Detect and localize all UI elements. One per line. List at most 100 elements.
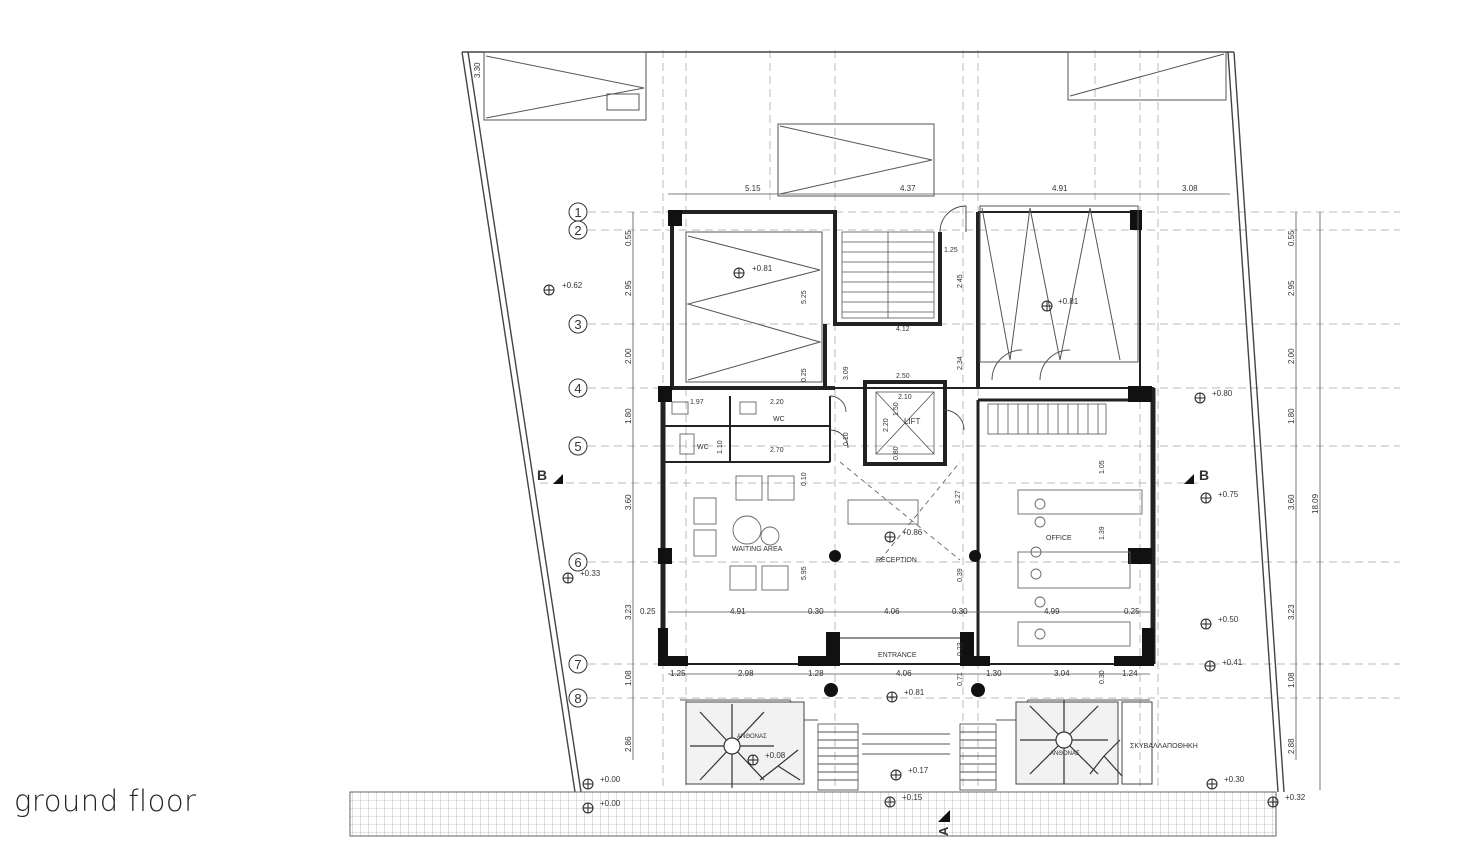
svg-text:4.06: 4.06	[896, 669, 912, 678]
svg-text:+0.30: +0.30	[1224, 775, 1245, 784]
svg-text:+0.41: +0.41	[1222, 658, 1243, 667]
svg-text:2.20: 2.20	[770, 399, 784, 406]
axis-bubble-2: 2	[568, 220, 588, 240]
svg-text:4: 4	[574, 381, 581, 396]
section-arrow-b-left	[553, 474, 563, 484]
level-marker-9: +0.41	[1204, 658, 1243, 672]
level-marker-3: +0.81	[1041, 297, 1079, 312]
svg-text:4.91: 4.91	[730, 607, 746, 616]
inner-dimensions-row6: 0.25 4.91 0.30 4.06 0.30 4.99 0.25	[640, 607, 1140, 616]
room-label-office: OFFICE	[1046, 535, 1072, 542]
svg-text:3.04: 3.04	[1054, 669, 1070, 678]
room-label-bin-store: ΣΚΥΒΑΛΛΑΠΟΘΗΚΗ	[1130, 743, 1198, 750]
svg-text:1.25: 1.25	[670, 669, 686, 678]
svg-text:+0.33: +0.33	[580, 569, 601, 578]
svg-text:0.30: 0.30	[1099, 670, 1106, 684]
svg-text:5.95: 5.95	[801, 566, 808, 580]
inner-dimensions-row7: 1.25 2.98 1.28 4.06 1.30 3.04 1.24	[670, 669, 1138, 678]
svg-text:0.30: 0.30	[808, 607, 824, 616]
svg-text:0.30: 0.30	[952, 607, 968, 616]
level-marker-2: +0.81	[733, 264, 773, 279]
svg-text:3: 3	[574, 317, 581, 332]
svg-text:+0.08: +0.08	[765, 751, 786, 760]
section-arrow-a	[938, 810, 950, 822]
svg-text:+0.86: +0.86	[902, 528, 923, 537]
room-label-waiting: WAITING AREA	[732, 546, 783, 553]
svg-text:8: 8	[574, 691, 581, 706]
room-label-lift: LIFT	[904, 417, 921, 426]
parking-bays	[483, 51, 1227, 197]
level-marker-11: +0.00	[582, 775, 621, 790]
svg-text:1.08: 1.08	[1287, 672, 1296, 688]
level-marker-6: +0.86	[884, 528, 923, 543]
section-mark-b-left: B	[537, 467, 547, 483]
section-mark-a: A	[936, 826, 951, 836]
room-label-wc-2: WC	[697, 444, 709, 451]
svg-text:4.12: 4.12	[896, 326, 910, 333]
building-walls	[660, 210, 1156, 665]
svg-text:2.10: 2.10	[898, 394, 912, 401]
axis-bubble-1: 1	[568, 202, 588, 222]
page-title: ground floor	[14, 784, 197, 818]
svg-text:1.24: 1.24	[1122, 669, 1138, 678]
svg-text:18.09: 18.09	[1311, 493, 1320, 514]
svg-text:1.39: 1.39	[1099, 526, 1106, 540]
paved-sidewalk	[349, 791, 1277, 837]
svg-text:0.80: 0.80	[893, 446, 900, 460]
svg-text:1.80: 1.80	[624, 408, 633, 424]
level-marker-12: +0.17	[890, 766, 929, 781]
room-label-entrance: ENTRANCE	[878, 652, 917, 659]
svg-text:1.05: 1.05	[1099, 460, 1106, 474]
level-marker-17: +0.08	[747, 751, 786, 766]
svg-text:1.30: 1.30	[986, 669, 1002, 678]
top-dimensions: 5.15 4.37 4.91 3.08	[745, 184, 1198, 193]
svg-text:4.06: 4.06	[884, 607, 900, 616]
svg-text:3.27: 3.27	[955, 490, 962, 504]
axis-bubble-5: 5	[568, 436, 588, 456]
misc-dimensions: 5.25 4.12 1.25 2.45 2.34 2.50 2.10 1.50 …	[690, 247, 1106, 686]
level-marker-13: +0.30	[1206, 775, 1245, 790]
svg-text:2.50: 2.50	[896, 373, 910, 380]
svg-text:2.45: 2.45	[957, 274, 964, 288]
svg-text:2.00: 2.00	[1287, 348, 1296, 364]
level-markers: +0.62 +0.81 +0.81 +0.80 +0.75 +0.86 +0.3…	[543, 264, 1306, 814]
level-marker-7: +0.33	[562, 569, 601, 584]
columns	[658, 210, 1154, 697]
svg-text:+0.81: +0.81	[1058, 297, 1079, 306]
level-marker-4: +0.80	[1194, 389, 1233, 404]
svg-text:4.99: 4.99	[1044, 607, 1060, 616]
axis-bubble-6: 6	[568, 552, 588, 572]
level-marker-8: +0.50	[1200, 615, 1239, 630]
svg-text:+0.32: +0.32	[1285, 793, 1306, 802]
level-marker-5: +0.75	[1200, 490, 1239, 504]
svg-text:0.39: 0.39	[957, 568, 964, 582]
room-label-garden-2: ΑΝΘΟΝΑΣ	[1050, 751, 1080, 757]
svg-text:2.95: 2.95	[624, 280, 633, 296]
left-dimensions: 3.30 0.55 2.95 2.00 1.80 3.60 3.23 1.08 …	[473, 62, 633, 752]
svg-text:+0.17: +0.17	[908, 766, 929, 775]
svg-text:2.34: 2.34	[957, 356, 964, 370]
svg-text:2.86: 2.86	[624, 736, 633, 752]
level-marker-1: +0.62	[543, 281, 583, 296]
svg-text:+0.00: +0.00	[600, 799, 621, 808]
svg-text:2.88: 2.88	[1287, 738, 1296, 754]
svg-text:+0.00: +0.00	[600, 775, 621, 784]
svg-text:0.23: 0.23	[957, 642, 964, 656]
section-mark-b-right: B	[1199, 467, 1209, 483]
svg-text:+0.50: +0.50	[1218, 615, 1239, 624]
svg-text:5.15: 5.15	[745, 184, 761, 193]
svg-text:3.09: 3.09	[843, 366, 850, 380]
svg-text:1.08: 1.08	[624, 670, 633, 686]
room-label-reception: RECEPTION	[876, 557, 917, 564]
section-arrow-b-right	[1184, 474, 1194, 484]
svg-text:+0.81: +0.81	[904, 688, 925, 697]
garage-bays	[685, 205, 1139, 383]
svg-text:0.25: 0.25	[1124, 607, 1140, 616]
svg-text:5: 5	[574, 439, 581, 454]
right-dimensions: 0.55 2.95 2.00 1.80 3.60 3.23 1.08 2.88 …	[1287, 230, 1320, 754]
svg-text:3.23: 3.23	[624, 604, 633, 620]
gardens	[685, 700, 1153, 788]
svg-text:7: 7	[574, 657, 581, 672]
svg-text:+0.15: +0.15	[902, 793, 923, 802]
